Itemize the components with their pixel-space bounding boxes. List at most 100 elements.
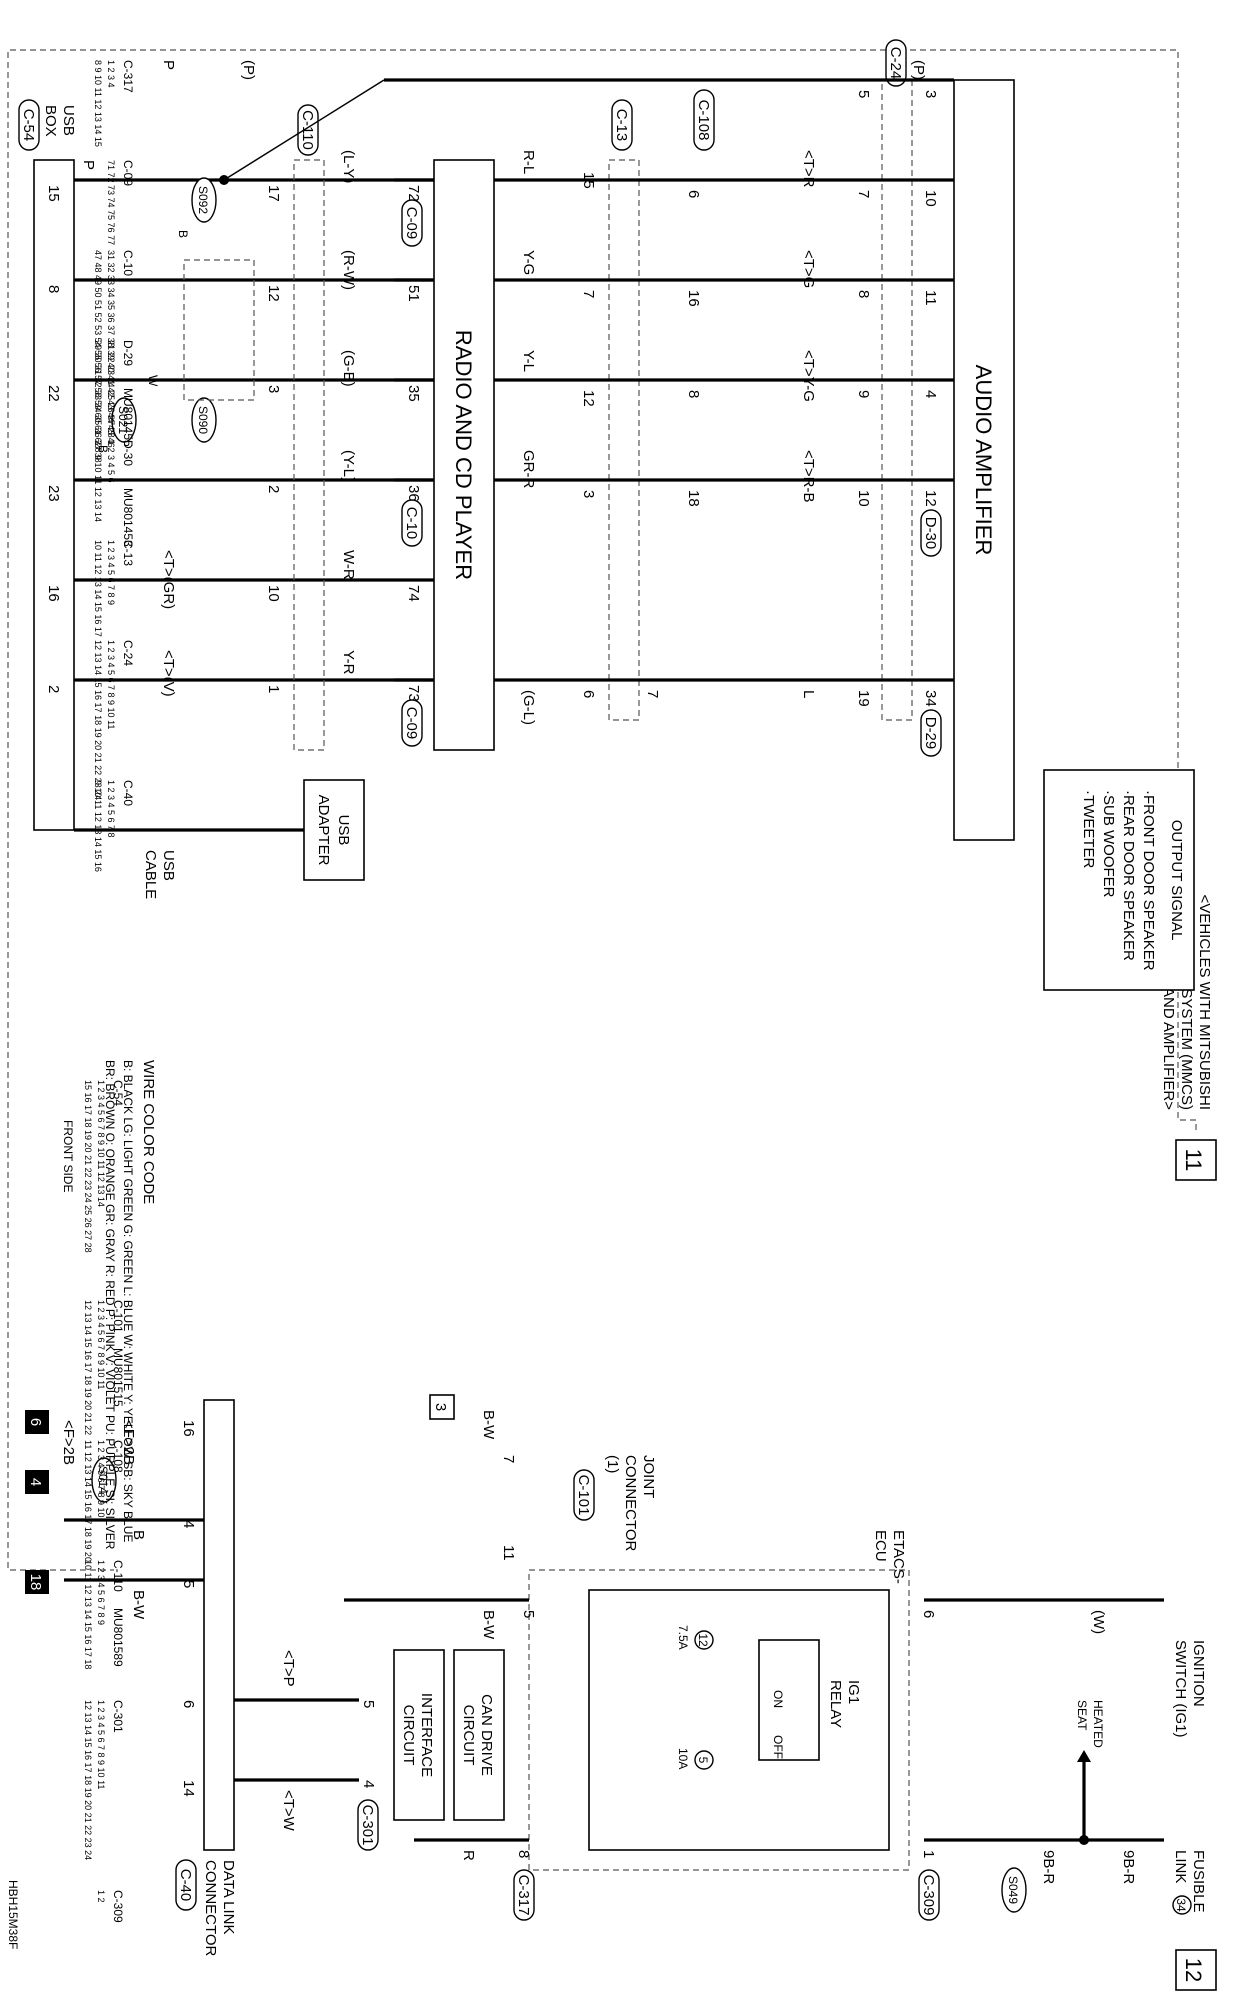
connector-face-title: C-317 bbox=[121, 60, 135, 93]
pin-dlc14: 14 bbox=[180, 1780, 197, 1797]
pin-number: 18 bbox=[685, 490, 702, 507]
ig1-relay-label-2: RELAY bbox=[827, 1680, 844, 1728]
interface-label-1: INTERFACE bbox=[418, 1693, 435, 1777]
output-signal-title: OUTPUT SIGNAL bbox=[1168, 820, 1185, 941]
ignition-label-1: IGNITION bbox=[1190, 1640, 1207, 1707]
connector-band-c13 bbox=[608, 159, 640, 721]
connector-face-row: 1 2 3 4 5 6 7 8 9 bbox=[96, 1560, 106, 1625]
pin-p5: 5 bbox=[520, 1610, 537, 1618]
connector-face-row: 10 11 12 13 14 15 16 17 18 bbox=[83, 1560, 93, 1669]
connector-face-title: C-108 bbox=[111, 1440, 125, 1473]
heated-seat-label-1: HEATED bbox=[1091, 1700, 1105, 1748]
connector-pill-d30 bbox=[920, 509, 942, 557]
pin-dlc16: 16 bbox=[180, 1420, 197, 1437]
fusible-label-2: LINK bbox=[1172, 1850, 1189, 1883]
connector-label-c10: C-10 bbox=[403, 507, 420, 540]
connector-pill-c317 bbox=[513, 1869, 535, 1921]
pin-number: 6 bbox=[685, 190, 702, 198]
connector-pill-c09b bbox=[401, 699, 423, 747]
connector-label-c13: C-13 bbox=[613, 109, 630, 142]
wire-label: R-L bbox=[520, 150, 537, 174]
interface-circuit-box bbox=[393, 1649, 445, 1821]
outer-dashed-frame bbox=[7, 49, 1197, 1571]
wire-color-line2: BR: BROWN O: ORANGE GR: GRAY R: RED P: P… bbox=[103, 1060, 117, 1550]
pin-number: 3 bbox=[922, 90, 939, 98]
connector-label-c317: C-317 bbox=[515, 1875, 532, 1916]
connector-face-row: 15 16 17 18 19 20 21 22 23 24 25 26 27 2… bbox=[83, 1080, 93, 1253]
connector-face-title: C-40 bbox=[121, 780, 135, 806]
fuse-5-circle bbox=[694, 1750, 714, 1770]
connector-label-c108: C-108 bbox=[695, 100, 712, 141]
pin-number: 73 bbox=[405, 685, 422, 702]
ig1-relay-box bbox=[758, 1639, 820, 1761]
wire-label: (P) bbox=[910, 60, 927, 80]
connector-pill-c309 bbox=[918, 1869, 940, 1921]
pin-dlc4: 4 bbox=[180, 1520, 197, 1528]
connector-face-row: 71 72 73 74 75 76 77 bbox=[106, 160, 116, 245]
pin-dlc6: 6 bbox=[180, 1700, 197, 1708]
connector-face-row: 1 2 3 4 5 6 7 8 bbox=[106, 780, 116, 838]
pin-number: 7 bbox=[855, 190, 872, 198]
wire-label: <T>(V) bbox=[160, 650, 177, 697]
connector-pill-c101 bbox=[573, 1469, 595, 1521]
connector-face-part: MU801589 bbox=[111, 1608, 125, 1667]
front-side-label: FRONT SIDE bbox=[61, 1120, 75, 1192]
connector-face-title: C-54 bbox=[111, 1080, 125, 1106]
connector-label-c309: C-309 bbox=[920, 1875, 937, 1916]
splice-s090 bbox=[191, 397, 217, 443]
splice-s021 bbox=[111, 397, 137, 443]
pin-number: 72 bbox=[405, 185, 422, 202]
heated-seat-label-2: SEAT bbox=[1075, 1700, 1089, 1731]
splice-s014 bbox=[91, 1457, 117, 1503]
connector-label-c101: C-101 bbox=[575, 1475, 592, 1516]
ref-box-6 bbox=[25, 1410, 49, 1434]
splice-s092 bbox=[191, 177, 217, 223]
ref-3: 3 bbox=[432, 1403, 449, 1411]
fuse-12-number: 12 bbox=[696, 1633, 710, 1647]
wire-label: Y-G bbox=[520, 250, 537, 275]
output-signal-item: ·FRONT DOOR SPEAKER bbox=[1140, 790, 1157, 971]
pin-dlc5: 5 bbox=[180, 1580, 197, 1588]
pin-number: 7 bbox=[644, 690, 661, 698]
fuse-12-rating: 7.5A bbox=[676, 1625, 690, 1650]
connector-face-row: 12 13 14 15 16 17 18 19 20 21 22 bbox=[83, 1300, 93, 1435]
connector-face-row: 12 13 14 15 16 17 18 19 20 21 22 23 24 bbox=[83, 1700, 93, 1860]
wire-label: (R-W) bbox=[340, 250, 357, 290]
ref-box-3 bbox=[429, 1394, 455, 1420]
wire-label-fus1: 9B-R bbox=[1120, 1850, 1137, 1884]
data-link-connector-box bbox=[203, 1399, 235, 1851]
fusible-number: 34 bbox=[1174, 1898, 1188, 1912]
connector-face-row: 1 2 3 4 5 6 7 8 9 10 11 bbox=[96, 1700, 106, 1789]
wire-label-tw: <T>W bbox=[280, 1790, 297, 1832]
wire-label-r: R bbox=[460, 1850, 477, 1861]
can-drive-circuit-box bbox=[453, 1649, 505, 1821]
page-number-11: 11 bbox=[1181, 1149, 1206, 1172]
connector-face-row: 1 2 3 4 5 6 bbox=[106, 440, 116, 483]
usb-box-label-1: USB bbox=[60, 105, 77, 136]
connector-label-c110: C-110 bbox=[299, 110, 316, 150]
splice-s049 bbox=[1001, 1867, 1027, 1913]
page-number-box-11 bbox=[1175, 1139, 1217, 1181]
connector-face-row: 1 2 3 4 5 6 7 8 9 10 11 12 13 14 bbox=[96, 1080, 106, 1207]
pin-number: 23 bbox=[45, 485, 62, 502]
connector-face-row: 7 8 9 10 11 12 13 14 bbox=[93, 440, 103, 522]
connector-pill-c110 bbox=[297, 104, 319, 156]
joint-label-1: JOINT bbox=[640, 1455, 657, 1498]
connector-face-row: 9 10 11 12 13 14 15 16 bbox=[93, 780, 103, 872]
splice-wire-b2: B bbox=[96, 445, 110, 453]
pin-number: 9 bbox=[855, 390, 872, 398]
wire-label: Y-L bbox=[520, 350, 537, 372]
connector-face-row: 1 2 3 4 5 6 7 8 9 10 11 bbox=[106, 640, 116, 729]
connector-face-row: 21 22 23 24 25 26 27 28 bbox=[106, 340, 116, 438]
connector-pill-c13 bbox=[611, 99, 633, 151]
ref-18: 18 bbox=[27, 1574, 44, 1591]
radio-cd-player-label: RADIO AND CD PLAYER bbox=[451, 330, 476, 580]
connector-pill-d29 bbox=[920, 709, 942, 757]
shield-dashed-box bbox=[183, 259, 255, 401]
connector-pill-c24 bbox=[885, 39, 907, 87]
pin-number: 12 bbox=[580, 390, 597, 407]
connector-face-row: 1 2 bbox=[96, 1890, 106, 1903]
connector-face-part: MU801515 bbox=[111, 1348, 125, 1407]
audio-amplifier-label: AUDIO AMPLIFIER bbox=[971, 365, 996, 556]
